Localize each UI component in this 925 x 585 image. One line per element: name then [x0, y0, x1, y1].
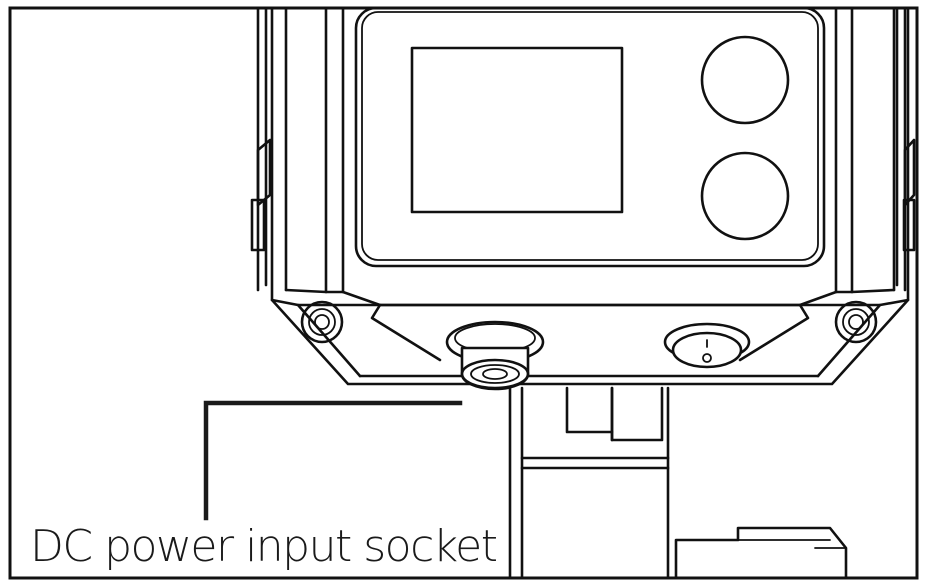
lower-knob — [700, 151, 790, 241]
front-panel — [354, 6, 826, 268]
upper-knob — [700, 35, 790, 125]
device-housing — [270, 6, 910, 386]
left-screw — [300, 300, 344, 344]
dc-socket — [445, 320, 545, 391]
power-switch — [663, 322, 751, 369]
right-side-clamp — [895, 6, 916, 292]
right-screw — [834, 300, 878, 344]
callout-leader-line — [203, 400, 463, 521]
left-side-clamp — [250, 6, 272, 292]
figure-frame — [8, 6, 919, 580]
display-screen — [410, 46, 624, 214]
control-knobs — [700, 35, 790, 241]
callout-label: DC power input socket — [30, 521, 497, 572]
mount-bracket — [508, 386, 848, 580]
